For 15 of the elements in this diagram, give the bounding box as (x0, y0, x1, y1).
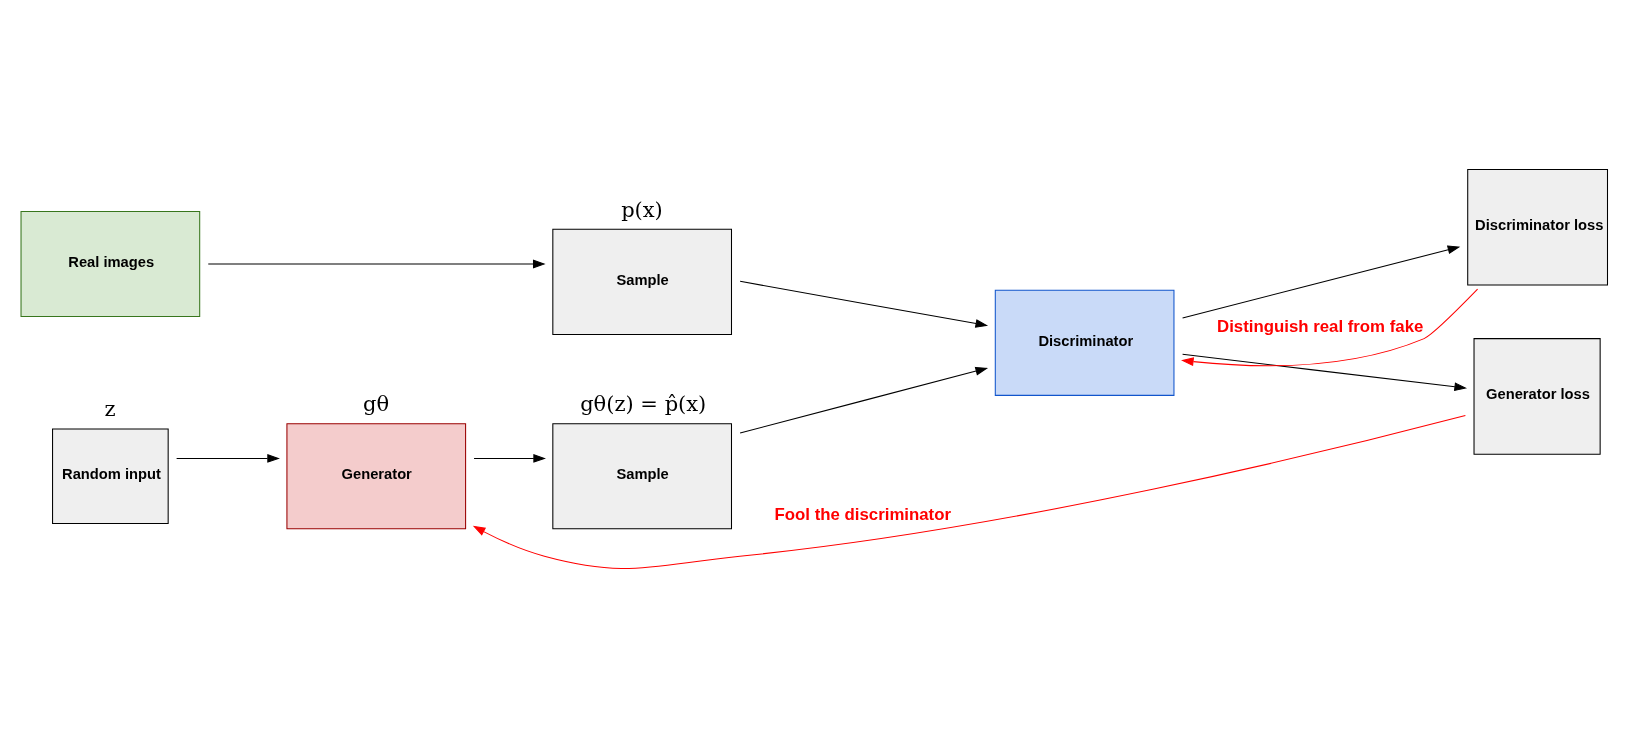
arrow (207, 259, 546, 269)
node-label: gθ(z) = p̂(x) (580, 391, 707, 417)
node-label: p(x) (621, 196, 663, 222)
arrow (739, 366, 989, 434)
node-label: gθ (363, 391, 390, 417)
node-label: z (104, 396, 116, 422)
edge-label: Distinguish real from fake (1217, 317, 1424, 337)
arrow (1181, 288, 1479, 367)
arrow (1182, 245, 1461, 319)
arrow (473, 454, 546, 463)
arrow (176, 454, 280, 463)
arrow (472, 415, 1466, 569)
edge-label: Fool the discriminator (774, 505, 951, 525)
arrow (739, 280, 989, 328)
arrow (1182, 353, 1467, 392)
